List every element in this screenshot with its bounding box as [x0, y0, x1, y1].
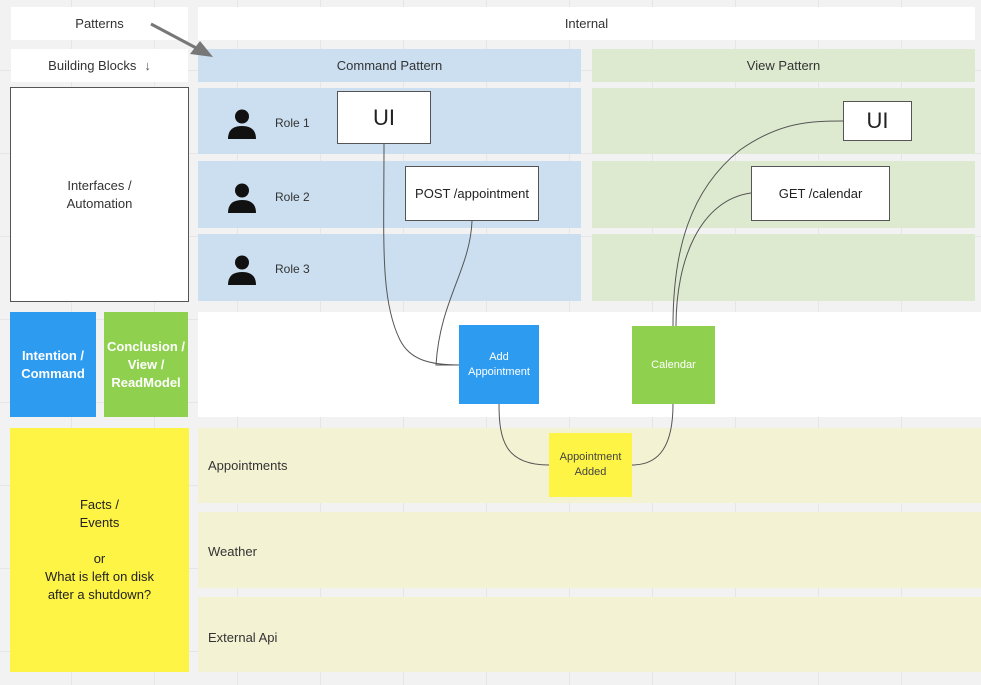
calendar-sticky[interactable]: Calendar — [632, 326, 715, 404]
facts-text: Facts / Events or What is left on disk a… — [44, 497, 155, 602]
command-pattern-header: Command Pattern — [198, 49, 581, 82]
patterns-label: Patterns — [11, 7, 188, 40]
interfaces-block: Interfaces / Automation — [10, 87, 189, 302]
command-view-row — [198, 312, 981, 417]
intention-text: Intention / Command — [21, 347, 85, 381]
ui-card-view-text: UI — [866, 108, 889, 133]
view-pattern-header: View Pattern — [592, 49, 975, 82]
get-calendar-card[interactable]: GET /calendar — [751, 166, 890, 221]
add-appointment-text: Add Appointment — [468, 350, 530, 378]
down-arrow-icon: ↓ — [144, 58, 151, 73]
ui-card-view[interactable]: UI — [843, 101, 912, 141]
appointment-added-sticky[interactable]: Appointment Added — [549, 433, 632, 497]
internal-header: Internal — [198, 7, 975, 40]
role-1-label: Role 1 — [275, 116, 310, 130]
intention-command-block: Intention / Command — [10, 312, 96, 417]
view-pattern-text: View Pattern — [746, 58, 821, 73]
role-2-label: Role 2 — [275, 190, 310, 204]
appointment-added-text: Appointment Added — [559, 451, 622, 478]
ui-card-command-text: UI — [373, 104, 395, 130]
person-icon — [228, 183, 256, 213]
view-lane-role-3 — [592, 234, 975, 301]
conclusion-text: Conclusion / View / ReadModel — [107, 338, 185, 390]
building-blocks-label: Building Blocks ↓ — [11, 49, 188, 82]
event-lane-weather — [198, 512, 981, 588]
internal-text: Internal — [564, 16, 609, 31]
facts-events-block: Facts / Events or What is left on disk a… — [10, 428, 189, 672]
event-lane-external-api-label: External Api — [208, 630, 278, 645]
view-lane-role-1 — [592, 88, 975, 154]
building-blocks-text: Building Blocks — [48, 58, 137, 73]
ui-card-command[interactable]: UI — [337, 91, 431, 144]
conclusion-view-block: Conclusion / View / ReadModel — [104, 312, 188, 417]
command-pattern-text: Command Pattern — [336, 58, 443, 73]
person-icon — [228, 109, 256, 139]
calendar-text: Calendar — [651, 358, 696, 371]
event-lane-weather-label: Weather — [208, 544, 257, 559]
add-appointment-sticky[interactable]: Add Appointment — [459, 325, 539, 404]
post-appointment-card[interactable]: POST /appointment — [405, 166, 539, 221]
get-calendar-text: GET /calendar — [778, 186, 863, 201]
event-lane-appointments-label: Appointments — [208, 458, 288, 473]
role-3-label: Role 3 — [275, 262, 310, 276]
person-icon — [228, 255, 256, 285]
event-lane-external-api — [198, 597, 981, 672]
interfaces-text: Interfaces / Automation — [66, 177, 133, 211]
patterns-text: Patterns — [75, 16, 124, 31]
post-appointment-text: POST /appointment — [415, 186, 529, 201]
